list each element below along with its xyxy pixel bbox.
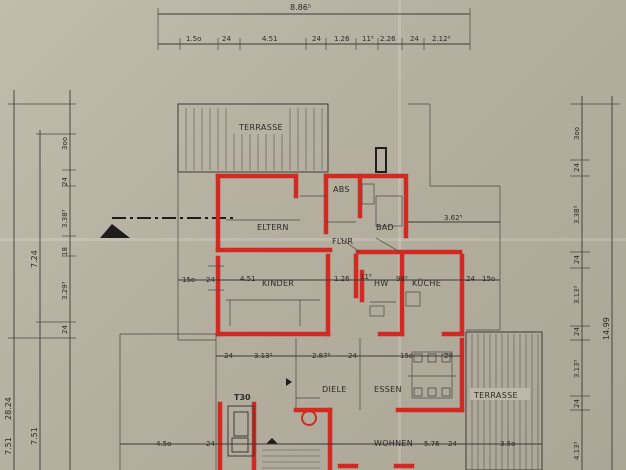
dim-top-4: 24 [312, 35, 321, 43]
room-essen: ESSEN [374, 385, 402, 394]
stair-label: T30 [234, 393, 251, 402]
room-abs: ABS [333, 185, 350, 194]
dim-right-5: 3.13⁵ [573, 285, 581, 304]
dining-chairs [413, 353, 451, 397]
dim-row-l-1: 24 [224, 352, 233, 360]
dim-left-total: 28.24 [4, 397, 13, 420]
room-kinder: KINDER [262, 279, 294, 288]
upper-interior-lines [208, 183, 421, 326]
paper-fold-vertical [398, 0, 401, 470]
entrance-arrow [286, 378, 292, 386]
dim-bad-width: 3.62⁵ [444, 214, 463, 222]
dim-bottom-3: 5.76 [424, 440, 440, 448]
dim-row-l-3: 2.87⁵ [312, 352, 331, 360]
dim-row-u-5: 11⁵ [360, 273, 372, 281]
dim-right-4: 24 [573, 255, 581, 264]
dim-bottom-5: 3.5o [500, 440, 515, 448]
dim-row-l-2: 3.13⁵ [254, 352, 273, 360]
room-kueche: KÜCHE [412, 278, 441, 288]
room-hw: HW [374, 279, 389, 288]
dim-right-6: 24 [573, 327, 581, 336]
lower-walls [217, 337, 465, 470]
dim-top-2: 24 [222, 35, 231, 43]
dim-row-u-8: 15o [482, 275, 495, 283]
dim-row-u-7: 24 [466, 275, 475, 283]
section-cut-line [100, 217, 234, 238]
door-swing-marker [301, 410, 317, 426]
dim-top-5: 1.26 [334, 35, 350, 43]
dim-left-inner-2: 24 [61, 177, 69, 186]
chimney [375, 147, 387, 173]
dim-top-1: 1.5o [186, 35, 201, 43]
dim-left-inner-3: 3.38⁵ [61, 209, 69, 228]
dim-top-9: 2.12⁵ [432, 35, 451, 43]
dim-top-7: 2.26 [380, 35, 396, 43]
room-eltern: ELTERN [257, 223, 289, 232]
dim-top-3: 4.51 [262, 35, 278, 43]
right-terrace: TERRASSE [465, 331, 543, 470]
dim-row-l-4: 24 [348, 352, 357, 360]
dim-top-total: 8.86⁵ [290, 3, 311, 12]
dim-left-inner-5: 3.29⁵ [61, 281, 69, 300]
dim-left-lower: 7.51 [4, 437, 13, 455]
dim-bottom-1: 4.5o [156, 440, 171, 448]
room-terrasse-top: TERRASSE [238, 123, 283, 132]
dim-top-8: 24 [410, 35, 419, 43]
dim-row-l-6: 24 [444, 352, 453, 360]
dim-left-inner-4: 18 [61, 247, 69, 256]
dim-bottom-2: 24 [206, 440, 215, 448]
right-dimension-chain: 3oo 24 3.38⁵ 24 3.13⁵ 24 3.13⁵ 24 4.13⁵ … [570, 96, 620, 470]
upper-row-dimensions: 15o 24 4.51 1.26 11⁵ 98⁵ 24 15o 3.62⁵ [178, 214, 500, 284]
dim-right-7: 3.13⁵ [573, 359, 581, 378]
room-flur: FLUR [332, 237, 353, 246]
room-diele: DIELE [322, 385, 347, 394]
dim-right-9: 4.13⁵ [573, 441, 581, 460]
top-dimension-chain: 8.86⁵ 1.5o 24 4.51 24 1.26 11⁵ 2.26 24 2… [157, 3, 471, 50]
bottom-dimensions: 4.5o 24 5.76 24 3.5o [120, 440, 542, 448]
dim-left-sub: 7.24 [30, 250, 39, 268]
dim-right-2: 24 [573, 163, 581, 172]
dim-left-inner-1: 3oo [61, 137, 69, 150]
dim-left-inner-6: 24 [61, 325, 69, 334]
dim-right-8: 24 [573, 399, 581, 408]
dim-row-u-6: 98⁵ [396, 275, 408, 283]
dim-right-total: 14.99 [602, 317, 611, 340]
stairwell: T30 [227, 393, 320, 469]
dim-left-sub-lower: 7.51 [30, 427, 39, 445]
lower-outline [119, 333, 456, 470]
dim-right-3: 3.38⁵ [573, 205, 581, 224]
building-outline [177, 103, 501, 341]
dim-row-l-5: 15o [400, 352, 413, 360]
room-wohnen: WOHNEN [374, 439, 413, 448]
room-bad: BAD [376, 223, 394, 232]
dim-row-u-1: 15o [182, 276, 195, 284]
left-dimension-chains: 28.24 7.51 7.24 7.51 3oo 24 3.38⁵ 18 3.2… [4, 90, 76, 470]
dim-bottom-4: 24 [448, 440, 457, 448]
top-terrace: TERRASSE [177, 103, 329, 173]
dim-top-6: 11⁵ [362, 35, 374, 43]
upper-walls [215, 173, 465, 337]
dim-row-u-3: 4.51 [240, 275, 256, 283]
dim-row-u-2: 24 [206, 276, 215, 284]
lower-row-dimensions: 24 3.13⁵ 2.87⁵ 24 15o 24 [216, 352, 462, 360]
dim-row-u-4: 1.26 [334, 275, 350, 283]
paper-fold-horizontal [0, 238, 626, 241]
room-terrasse-right: TERRASSE [473, 391, 518, 400]
dim-right-1: 3oo [573, 127, 581, 140]
